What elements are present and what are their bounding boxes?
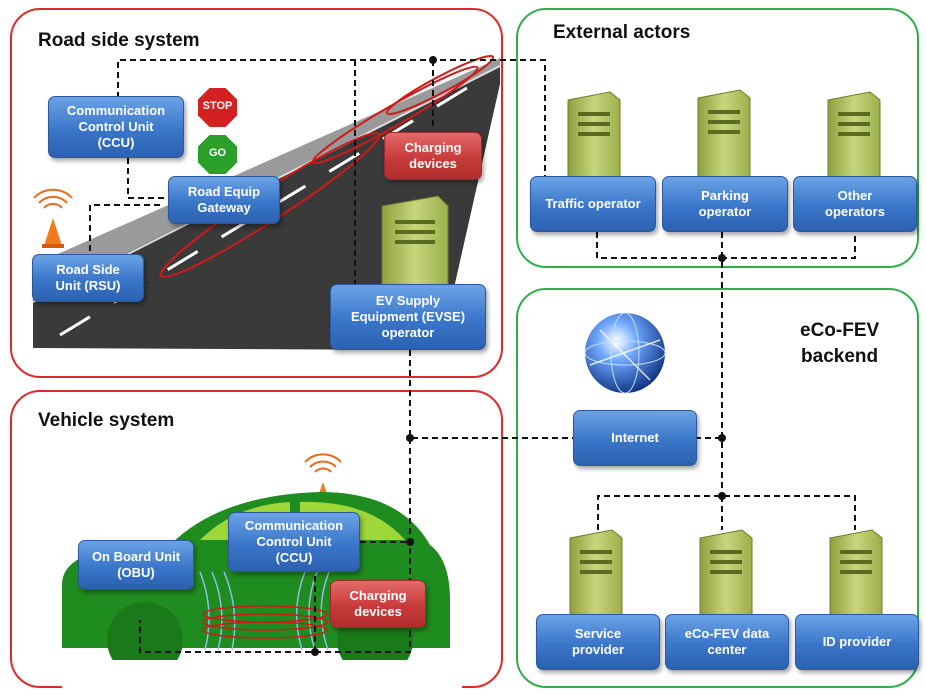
server-icon-other [827, 91, 881, 189]
go-sign-icon [196, 133, 239, 176]
internet-box[interactable]: Internet [573, 410, 697, 466]
evse-box[interactable]: EV Supply Equipment (EVSE) operator [330, 284, 486, 350]
junction-dots [311, 56, 726, 656]
parking-operator-box[interactable]: Parking operator [662, 176, 788, 232]
server-icon-parking [697, 89, 751, 187]
charging-devices-vehicle-box[interactable]: Charging devices [330, 580, 426, 628]
rsu-antenna-icon [33, 188, 73, 248]
globe-icon [584, 312, 666, 394]
external-actors-title: External actors [553, 22, 691, 43]
ccu-vehicle-box[interactable]: Communication Control Unit (CCU) [228, 512, 360, 572]
service-provider-box[interactable]: Service provider [536, 614, 660, 670]
data-center-box[interactable]: eCo-FEV data center [665, 614, 789, 670]
connection-lines [89, 59, 856, 653]
id-provider-box[interactable]: ID provider [795, 614, 919, 670]
backend-title: eCo-FEV backend [800, 320, 880, 367]
ccu-road-box[interactable]: Communication Control Unit (CCU) [48, 96, 184, 158]
stop-sign-label: STOP [202, 100, 233, 112]
server-icon-evse [381, 195, 449, 297]
charging-devices-road-box[interactable]: Charging devices [384, 132, 482, 180]
other-operators-box[interactable]: Other operators [793, 176, 917, 232]
go-sign-label: GO [208, 147, 227, 159]
rsu-box[interactable]: Road Side Unit (RSU) [32, 254, 144, 302]
obu-box[interactable]: On Board Unit (OBU) [78, 540, 194, 590]
road-equip-gateway-box[interactable]: Road Equip Gateway [168, 176, 280, 224]
server-icon-service [569, 529, 623, 627]
server-icon-id [829, 529, 883, 627]
road-side-title: Road side system [38, 30, 200, 51]
vehicle-title: Vehicle system [38, 410, 175, 431]
server-icon-datacenter [699, 529, 753, 627]
stop-sign-icon [196, 86, 239, 129]
server-icon-traffic [567, 91, 621, 189]
traffic-operator-box[interactable]: Traffic operator [530, 176, 656, 232]
